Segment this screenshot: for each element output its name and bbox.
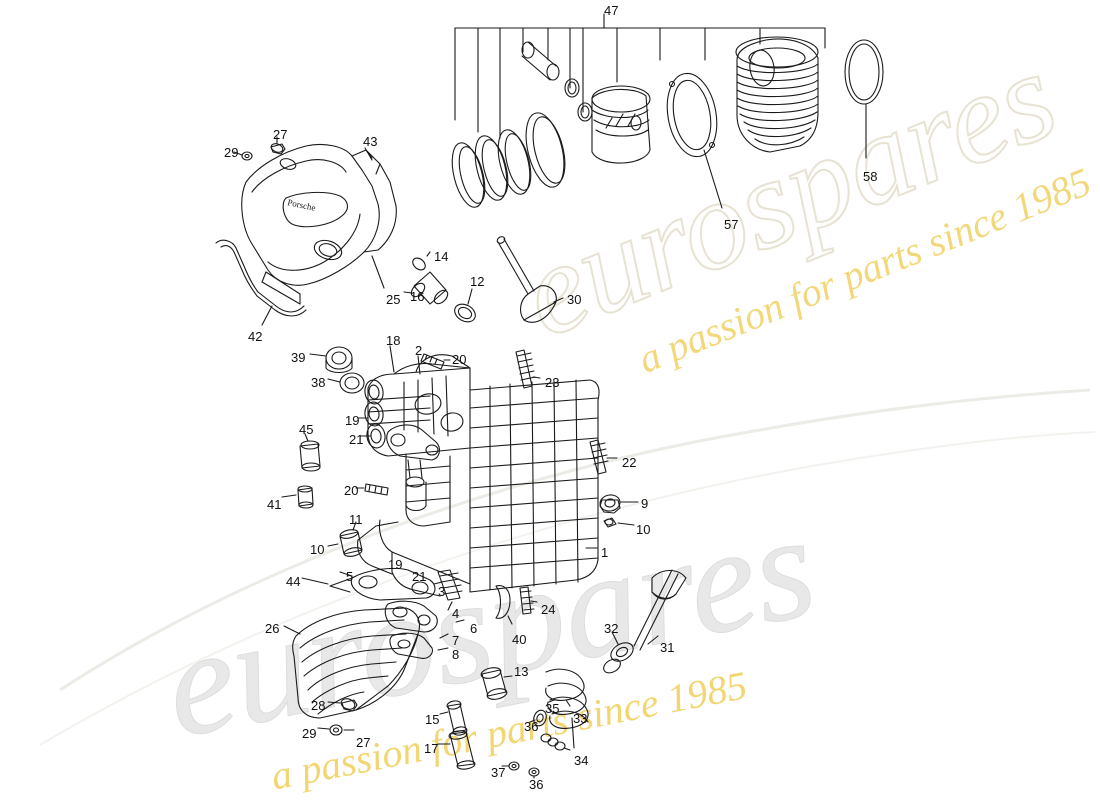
callout-35: 35	[545, 701, 560, 716]
callout-25: 25	[386, 292, 401, 307]
callout-8: 8	[452, 647, 460, 662]
callout-29a: 29	[224, 145, 239, 160]
callout-16: 16	[410, 289, 425, 304]
callout-19b: 19	[388, 557, 403, 572]
callout-42: 42	[248, 329, 263, 344]
callout-11: 11	[349, 512, 363, 527]
callout-37: 37	[491, 765, 506, 780]
callout-19a: 19	[345, 413, 360, 428]
callout-1: 1	[601, 545, 609, 560]
callout-14: 14	[434, 249, 449, 264]
callout-4: 4	[452, 606, 460, 621]
callout-47: 47	[604, 3, 619, 18]
callout-22: 22	[622, 455, 637, 470]
callout-2: 2	[415, 343, 423, 358]
callout-29b: 29	[302, 726, 317, 741]
callout-21a: 21	[349, 432, 364, 447]
callout-20b: 20	[344, 483, 359, 498]
callout-31: 31	[660, 640, 675, 655]
callout-33: 33	[573, 711, 588, 726]
callout-23: 23	[545, 375, 560, 390]
callout-27a: 27	[273, 127, 288, 142]
callout-45: 45	[299, 422, 314, 437]
callout-3: 3	[438, 584, 446, 599]
callout-36b: 36	[529, 777, 544, 792]
callout-26: 26	[265, 621, 280, 636]
callout-57: 57	[724, 217, 739, 232]
callout-40: 40	[512, 632, 527, 647]
callout-7: 7	[452, 633, 460, 648]
callout-36a: 36	[524, 719, 539, 734]
callout-28: 28	[311, 698, 326, 713]
callout-58: 58	[863, 169, 878, 184]
callout-39: 39	[291, 350, 306, 365]
callout-5: 5	[346, 569, 354, 584]
callout-17: 17	[424, 741, 439, 756]
callout-12: 12	[470, 274, 485, 289]
callout-18: 18	[386, 333, 401, 348]
callout-15: 15	[425, 712, 440, 727]
callout-38: 38	[311, 375, 326, 390]
callout-24: 24	[541, 602, 556, 617]
callout-20a: 20	[452, 352, 467, 367]
callout-44: 44	[286, 574, 301, 589]
callout-32: 32	[604, 621, 619, 636]
callout-41: 41	[267, 497, 282, 512]
callout-21b: 21	[412, 569, 427, 584]
callout-6: 6	[470, 621, 478, 636]
callout-34: 34	[574, 753, 589, 768]
callout-10b: 10	[310, 542, 325, 557]
callout-30: 30	[567, 292, 582, 307]
callout-43: 43	[363, 134, 378, 149]
callout-13: 13	[514, 664, 529, 679]
callout-9: 9	[641, 496, 649, 511]
callout-10a: 10	[636, 522, 651, 537]
svg-text:Porsche: Porsche	[287, 197, 317, 213]
callout-27b: 27	[356, 735, 371, 750]
